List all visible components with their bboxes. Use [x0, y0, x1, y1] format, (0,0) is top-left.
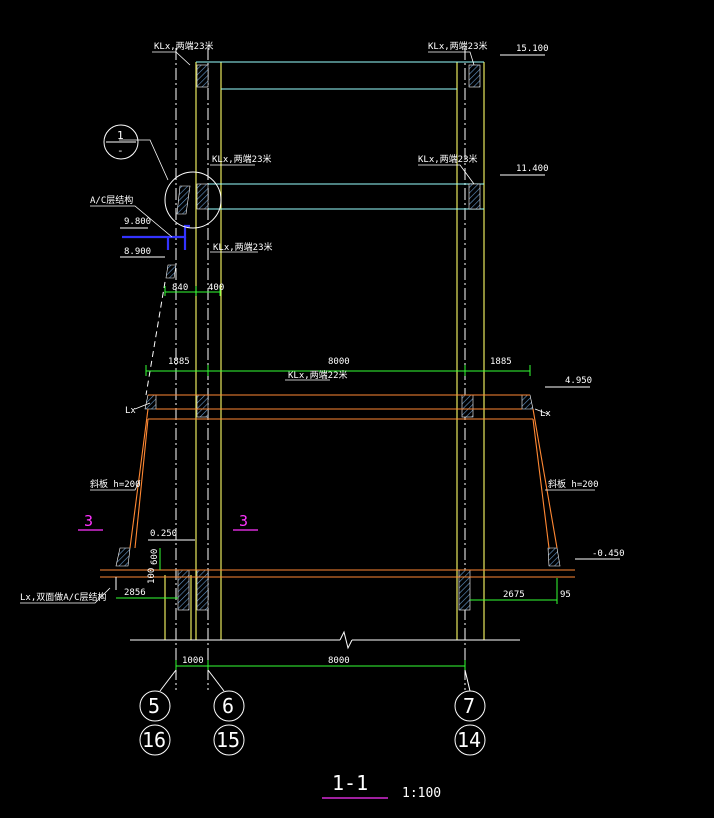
leader [152, 51, 191, 66]
detail-callout-sheet: - [117, 144, 124, 157]
dimension-value: 2856 [124, 588, 146, 598]
lx-label: Lx,双面做A/C层结构 [20, 591, 107, 603]
dimension-value: 1885 [490, 357, 512, 367]
beam-section [458, 569, 471, 611]
lx-label: Lx [540, 409, 551, 419]
elevation-value: 15.100 [516, 44, 549, 54]
axis-label-bottom: 16 [142, 728, 166, 752]
slab-label: 斜板 h=200 [548, 478, 599, 490]
beam-label: KLx,两端23米 [213, 241, 273, 253]
slab-label: 斜板 h=200 [90, 478, 141, 490]
ac-label: A/C层结构 [90, 194, 133, 206]
text-labels: KLx,两端23米 KLx,两端23米 KLx,两端23米 KLx,两端23米 … [20, 40, 625, 801]
ac-platform [122, 224, 190, 250]
ledge-section [176, 185, 191, 215]
detail-callout-circle [103, 124, 139, 160]
beam-label: KLx,两端23米 [154, 40, 214, 52]
axis-leader [207, 669, 225, 692]
elevation-value: -0.450 [592, 549, 625, 559]
right-sloped-slab-inner [532, 418, 550, 549]
beam-section [196, 64, 209, 88]
dimension-value: 8000 [328, 357, 350, 367]
left-sloped-slab-inner [134, 418, 149, 549]
axis-label-top: 7 [463, 694, 475, 718]
leader [20, 587, 111, 604]
beam-label: KLx,两端23米 [418, 153, 478, 165]
beam-section [196, 569, 209, 611]
leader [428, 51, 475, 66]
section-marker: 3 [239, 512, 248, 530]
slope-reference-line [145, 281, 166, 396]
ledge-section [115, 547, 131, 567]
dimension-value: 95 [560, 590, 571, 600]
ledge-section [521, 394, 534, 410]
frame-beams [196, 61, 484, 210]
axis-bubble [213, 690, 245, 722]
dimension-value: 100 [147, 568, 157, 584]
beam-label: KLx,两端23米 [428, 40, 488, 52]
axis-bubble [454, 724, 486, 756]
beam-section [177, 569, 190, 611]
dimension-value: 840 [172, 283, 188, 293]
right-sloped-slab-outer [532, 408, 558, 549]
axis-lines [175, 48, 466, 690]
beam-label: KLx,两端23米 [212, 153, 272, 165]
elevation-value: 11.400 [516, 164, 549, 174]
axis-bubble [139, 690, 171, 722]
beam-label: KLx,两端22米 [288, 369, 348, 381]
left-sloped-slab-outer [129, 408, 149, 549]
dimension-value: 2675 [503, 590, 525, 600]
axis-label-top: 5 [148, 694, 160, 718]
section-marker-lines [78, 529, 388, 799]
axis-bubble [213, 724, 245, 756]
axis-bubble [139, 724, 171, 756]
detail-zoom-circle [164, 171, 222, 229]
dimension-value: 600 [150, 549, 160, 565]
columns [164, 62, 485, 640]
elevation-value: 0.250 [150, 529, 177, 539]
axis-label-top: 6 [222, 694, 234, 718]
dimension-lines [116, 286, 558, 670]
ac-platform-outline [122, 224, 190, 239]
beam-section [468, 183, 481, 210]
detail-callout-number: 1 [117, 129, 124, 142]
dimension-value: 1885 [168, 357, 190, 367]
leader [90, 479, 141, 491]
axis-leader [159, 669, 177, 692]
beam-section [468, 64, 481, 88]
dimension-value: 400 [208, 283, 224, 293]
hatched-sections [115, 64, 561, 611]
leader [90, 205, 173, 238]
dimension-value: 8000 [328, 656, 350, 666]
axis-leader [464, 669, 471, 692]
leader [134, 402, 151, 410]
ledge-section [165, 264, 177, 279]
section-title: 1-1 [332, 771, 368, 795]
beam-section [196, 183, 209, 210]
elevation-value: 8.900 [124, 247, 151, 257]
axis-label-bottom: 14 [457, 728, 481, 752]
break-mark [339, 630, 353, 650]
leader [534, 408, 549, 415]
section-marker: 3 [84, 512, 93, 530]
beam-section [461, 394, 474, 418]
leader [418, 164, 475, 185]
beam-section [196, 394, 209, 418]
section-scale: 1:100 [402, 786, 441, 801]
axis-label-bottom: 15 [216, 728, 240, 752]
axis-bubbles [139, 669, 486, 756]
ground-line [115, 577, 520, 650]
elevation-value: 4.950 [565, 376, 592, 386]
sloped-slab [100, 394, 575, 578]
lx-label: Lx [125, 406, 136, 416]
ledge-section [144, 394, 157, 410]
leader [119, 139, 169, 181]
ledge-section [547, 547, 561, 567]
elevation-markers [120, 54, 620, 560]
elevation-value: 9.800 [124, 217, 151, 227]
dimension-value: 1000 [182, 656, 204, 666]
leader-lines [20, 51, 595, 604]
